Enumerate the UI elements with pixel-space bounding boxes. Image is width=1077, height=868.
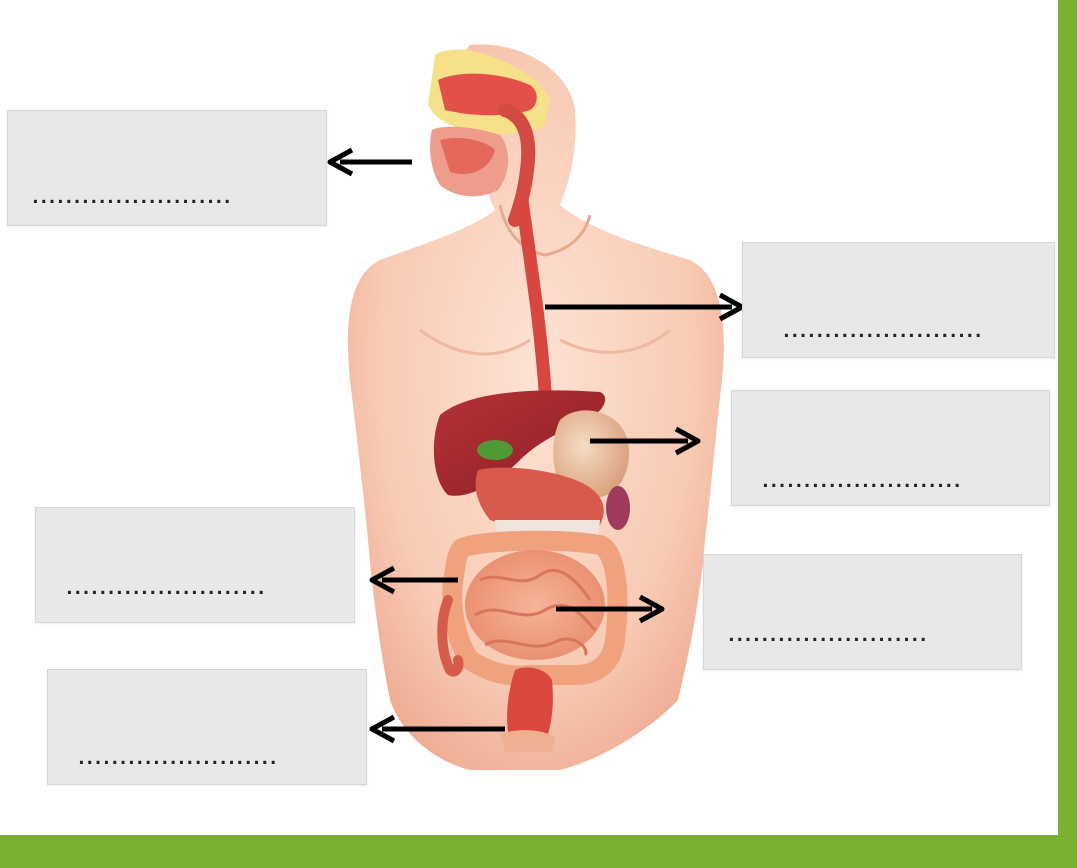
label-box-small-intestine[interactable]: ........................ <box>703 554 1022 670</box>
label-box-large-intestine[interactable]: ........................ <box>35 507 355 623</box>
arrow-to-mouth <box>330 150 412 174</box>
gallbladder-shape <box>477 440 513 460</box>
small-intestine-coils <box>465 550 605 660</box>
frame-border-bottom <box>0 835 1077 868</box>
anus-shape <box>500 730 555 752</box>
label-box-rectum[interactable]: ........................ <box>47 669 367 785</box>
frame-border-right <box>1058 0 1077 868</box>
spleen-shape <box>606 486 630 530</box>
answer-placeholder: ........................ <box>726 625 926 646</box>
answer-placeholder: ........................ <box>76 748 276 769</box>
answer-placeholder: ........................ <box>760 471 960 492</box>
answer-placeholder: ........................ <box>30 187 230 208</box>
answer-placeholder: ........................ <box>64 578 264 599</box>
answer-placeholder: ........................ <box>781 321 981 342</box>
label-box-stomach[interactable]: ........................ <box>731 390 1050 506</box>
label-box-esophagus[interactable]: ........................ <box>742 242 1055 358</box>
label-box-mouth[interactable]: ........................ <box>7 110 327 226</box>
